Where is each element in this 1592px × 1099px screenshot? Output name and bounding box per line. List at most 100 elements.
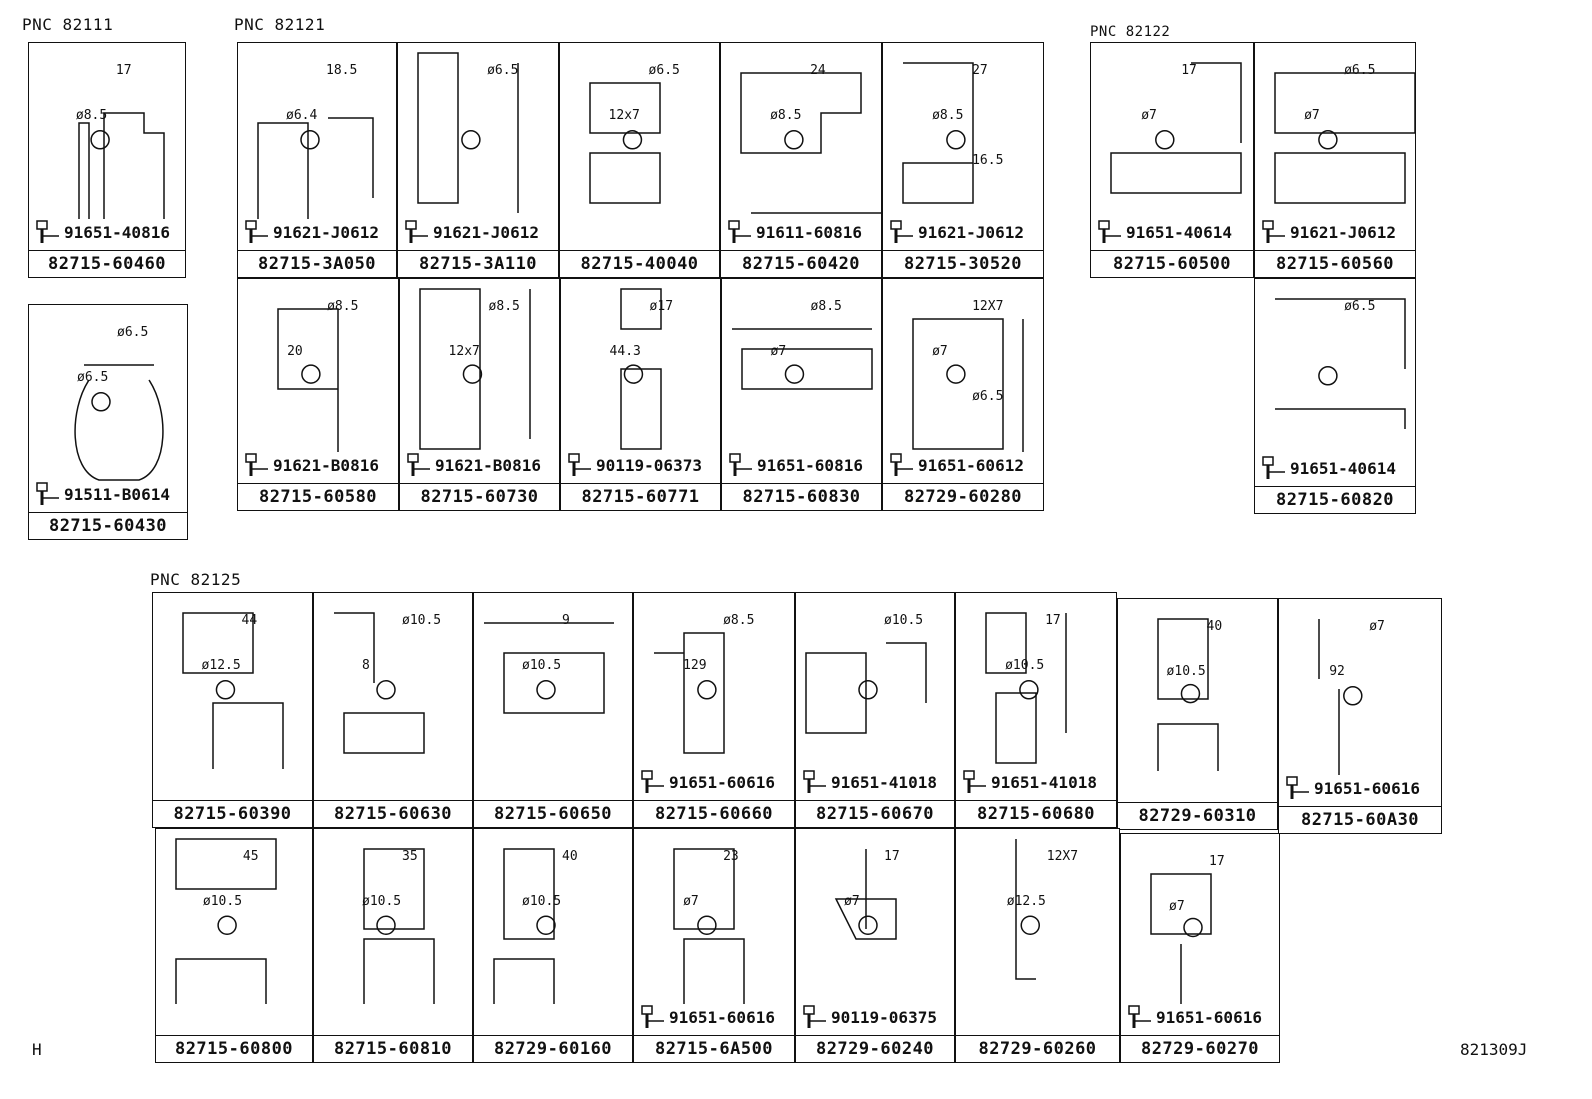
- dimension-label: 23: [723, 849, 739, 864]
- bracket-drawing: [74, 364, 164, 481]
- bolt-part-number: 91651-60612: [918, 455, 1024, 475]
- part-number: 82715-60830: [722, 483, 881, 510]
- part-number: 82715-60670: [796, 800, 954, 827]
- dimension-label: ø10.5: [1166, 664, 1206, 679]
- bolt-part-number: 90119-06375: [831, 1007, 937, 1027]
- bolt-callout: 90119-06373: [567, 452, 702, 478]
- part-number: 82715-40040: [560, 250, 719, 277]
- dimension-label: ø7: [770, 344, 787, 359]
- bracket-drawing: [363, 848, 435, 1004]
- bracket-drawing: [417, 52, 519, 213]
- bracket-drawing: [589, 82, 661, 204]
- bolt-callout: 91651-40816: [35, 219, 170, 245]
- bracket-drawing: [277, 308, 339, 452]
- dimension-label: 129: [683, 658, 707, 673]
- dimension-label: 17: [1209, 854, 1225, 869]
- dimension-label: 12X7: [972, 299, 1004, 314]
- part-cell-c14: 12X7 ø7 ø6.5 91651-60612 82729-60280: [882, 278, 1044, 511]
- bolt-part-number: 91511-B0614: [64, 484, 170, 504]
- dimension-label: 45: [242, 849, 259, 864]
- bolt-part-number: 91651-40816: [64, 222, 170, 242]
- part-number: 82715-60630: [314, 800, 472, 827]
- bolt-callout: 91621-B0816: [244, 452, 379, 478]
- bolt-icon: [407, 453, 430, 476]
- dimension-label: ø6.5: [77, 370, 109, 385]
- dimension-label: ø17: [649, 299, 674, 314]
- bolt-part-number: 91611-60816: [756, 222, 862, 242]
- bracket-drawing: [419, 288, 531, 450]
- dimension-label: ø7: [932, 344, 948, 359]
- bracket-drawing: [78, 112, 165, 219]
- bolt-callout: 91651-41018: [802, 769, 937, 795]
- bolt-part-number: 91651-60616: [1314, 778, 1420, 798]
- bracket-drawing: [1157, 618, 1219, 771]
- pnc-82121-title: PNC 82121: [234, 15, 326, 34]
- bracket-drawing: [493, 848, 556, 1004]
- dimension-label: 40: [562, 849, 578, 864]
- pnc-82111-title: PNC 82111: [22, 15, 114, 34]
- bolt-callout: 91651-60616: [1127, 1004, 1262, 1030]
- part-cell-c16: 44 ø12.5 82715-60390: [152, 592, 313, 828]
- dimension-label: 17: [115, 63, 132, 78]
- part-number: 82715-60820: [1255, 486, 1415, 513]
- dimension-label: 12x7: [448, 344, 480, 359]
- dimension-label: 8: [362, 658, 370, 673]
- bracket-drawing: [732, 328, 873, 390]
- part-number: 82715-60810: [314, 1035, 472, 1062]
- bolt-callout: 91651-60616: [640, 1004, 775, 1030]
- dimension-label: ø8.5: [810, 299, 842, 314]
- part-number: 82715-60420: [721, 250, 881, 277]
- bolt-icon: [245, 453, 268, 476]
- bolt-icon: [36, 220, 59, 243]
- part-number: 82729-60160: [474, 1035, 632, 1062]
- bracket-drawing: [1015, 839, 1040, 980]
- bolt-part-number: 91651-60616: [1156, 1007, 1262, 1027]
- bolt-callout: 91651-40614: [1261, 455, 1396, 481]
- dimension-label: 27: [972, 63, 988, 78]
- bolt-callout: 91651-41018: [962, 769, 1097, 795]
- pnc-82122-title: PNC 82122: [1090, 24, 1171, 40]
- bolt-icon: [890, 220, 913, 243]
- bolt-part-number: 91651-60616: [669, 1007, 775, 1027]
- bolt-part-number: 91651-60616: [669, 772, 775, 792]
- bolt-callout: 90119-06375: [802, 1004, 937, 1030]
- bracket-drawing: [673, 848, 745, 1004]
- bracket-drawing: [912, 318, 1024, 452]
- part-number: 82715-60560: [1255, 250, 1415, 277]
- bolt-callout: 91621-J0612: [889, 219, 1024, 245]
- bolt-part-number: 91651-40614: [1126, 222, 1232, 242]
- bolt-callout: 91511-B0614: [35, 481, 170, 507]
- bolt-callout: 91621-B0816: [406, 452, 541, 478]
- bracket-drawing: [834, 849, 897, 940]
- dimension-label: 44: [241, 613, 258, 628]
- part-number: 82715-60500: [1091, 250, 1253, 277]
- bolt-callout: 91611-60816: [727, 219, 862, 245]
- part-number: 82715-6A500: [634, 1035, 794, 1062]
- part-number: 82715-60390: [153, 800, 312, 827]
- bolt-callout: 91621-J0612: [1261, 219, 1396, 245]
- bolt-icon: [963, 770, 986, 793]
- dimension-label: ø10.5: [522, 894, 562, 909]
- dimension-label: ø6.4: [286, 108, 318, 123]
- bracket-drawing: [740, 72, 881, 214]
- dimension-label: ø7: [683, 894, 699, 909]
- dimension-label: ø12.5: [201, 658, 241, 673]
- bolt-callout: 91621-J0612: [404, 219, 539, 245]
- bracket-drawing: [1110, 62, 1242, 194]
- part-number: 82715-60460: [29, 250, 185, 277]
- part-number: 82729-60280: [883, 483, 1043, 510]
- dimension-label: ø6.5: [972, 389, 1004, 404]
